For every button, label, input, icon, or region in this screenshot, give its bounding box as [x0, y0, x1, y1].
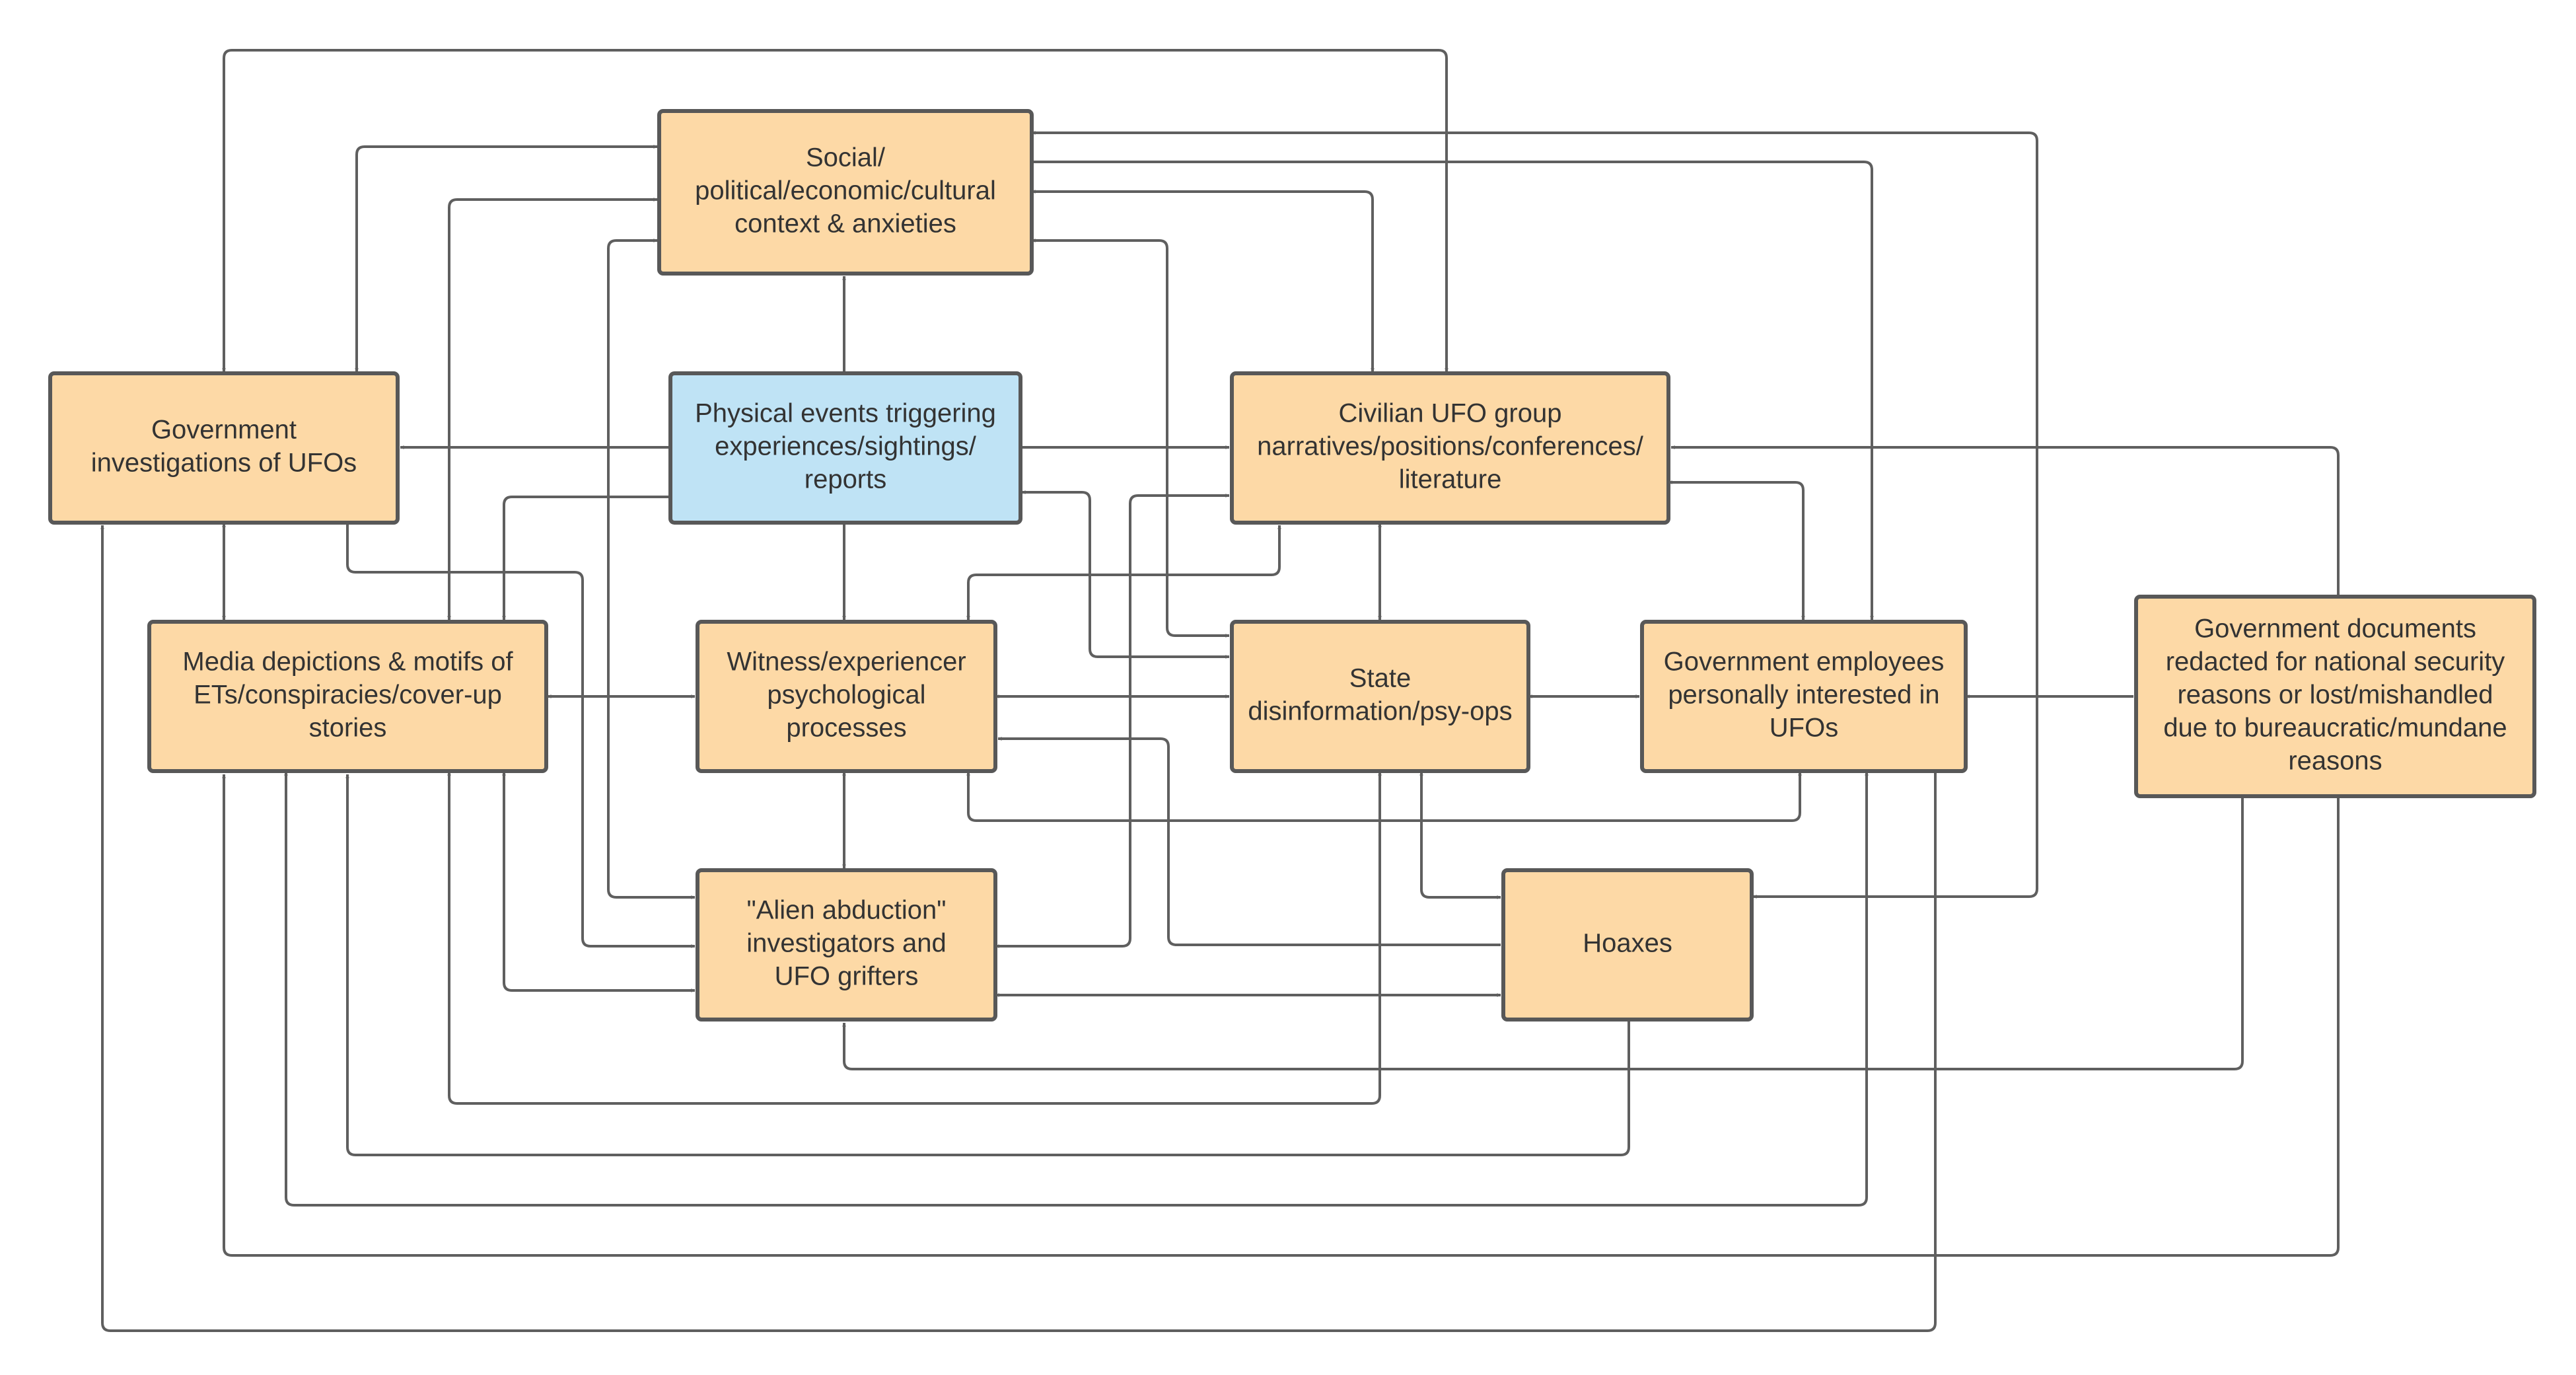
edge-civilian-abduction	[995, 494, 1230, 948]
node-hoaxes: Hoaxes	[1501, 868, 1754, 1022]
edge-social-abduction	[607, 239, 696, 899]
edge-physical-to-media	[502, 496, 670, 620]
node-label-line: investigations of UFOs	[91, 449, 357, 478]
node-social-context: Social/political/economic/cultural contex…	[657, 109, 1034, 276]
edge-social-to-gov-employees	[1032, 161, 1874, 620]
node-label-line: due to bureaucratic/mundane	[2163, 714, 2507, 743]
edge-gov-documents-to-abduction	[842, 796, 2244, 1070]
node-label-line: psychological	[767, 681, 925, 710]
node-label-line: "Alien abduction"	[747, 896, 947, 925]
node-label-line: reasons or lost/mishandled	[2177, 681, 2493, 710]
edge-gov-investigations-social	[355, 145, 658, 373]
node-label-line: Witness/experiencer	[727, 648, 966, 677]
node-label-line: Government	[151, 416, 297, 445]
edge-social-hoaxes	[1031, 131, 2038, 899]
node-label-line: political/economic/cultural	[695, 176, 996, 205]
node-label-line: Hoaxes	[1583, 929, 1672, 958]
edge-media-social	[447, 198, 658, 620]
node-label-line: Social/	[806, 143, 886, 172]
node-government-employees: Government employees personally intereste…	[1640, 620, 1968, 773]
edge-hoaxes-to-media	[345, 774, 1630, 1156]
node-label-line: processes	[786, 714, 906, 743]
node-state-disinformation: State disinformation/psy-ops	[1230, 620, 1530, 773]
node-media-depictions: Media depictions & motifs of ETs/conspira…	[147, 620, 548, 773]
node-government-investigations: Government investigations of UFOs	[48, 371, 400, 525]
node-witness-processes: Witness/experiencer psychological processe…	[696, 620, 997, 773]
node-label-line: Media depictions & motifs of	[182, 648, 513, 677]
node-label-line: stories	[309, 714, 387, 743]
node-label-line: State	[1349, 664, 1411, 693]
node-label-line: personally interested in	[1668, 681, 1939, 710]
edge-gov-investigations-civilian	[222, 49, 1449, 373]
edge-state-media	[447, 771, 1382, 1105]
edge-gov-documents-to-civilian	[1670, 445, 2340, 595]
node-government-documents: Government documents redacted for nationa…	[2134, 595, 2536, 798]
edge-media-gov-employees	[284, 771, 1869, 1207]
node-label-line: reasons	[2288, 747, 2382, 776]
node-group: Social/political/economic/cultural contex…	[48, 109, 2536, 1022]
node-label-line: disinformation/psy-ops	[1248, 697, 1512, 726]
edge-civilian-witness	[966, 525, 1281, 620]
edge-media-abduction	[502, 771, 696, 992]
node-label-line: ETs/conspiracies/cover-up	[194, 681, 502, 710]
edge-social-civilian	[1031, 190, 1375, 373]
node-label-line: UFOs	[1770, 714, 1838, 743]
connector-group	[100, 49, 2340, 1332]
node-label-line: Government employees	[1664, 648, 1945, 677]
edge-hoaxes-to-witness	[997, 737, 1501, 946]
node-civilian-ufo-groups: Civilian UFO group narratives/positions/c…	[1230, 371, 1670, 525]
node-label-line: UFO grifters	[775, 962, 919, 991]
node-label-line: experiences/sightings/	[715, 432, 977, 461]
node-label-line: literature	[1399, 465, 1502, 494]
node-label-line: investigators and	[746, 929, 946, 958]
node-label-line: context & anxieties	[734, 209, 956, 239]
node-label-line: reports	[805, 465, 887, 494]
node-label-line: Physical events triggering	[695, 399, 996, 428]
node-label-line: narratives/positions/conferences/	[1257, 432, 1644, 461]
edge-witness-gov-employees	[966, 771, 1802, 822]
node-label-line: Government documents	[2194, 614, 2476, 644]
node-label-line: Civilian UFO group	[1339, 399, 1562, 428]
edge-gov-employees-to-gov-investigations	[100, 525, 1937, 1332]
edge-state-hoaxes	[1419, 771, 1501, 899]
node-physical-events: Physical events triggering experiences/si…	[668, 371, 1022, 525]
edge-gov-documents-to-media	[222, 774, 2340, 1257]
edge-civilian-gov-employees	[1668, 480, 1805, 620]
node-label-line: redacted for national security	[2166, 648, 2505, 677]
